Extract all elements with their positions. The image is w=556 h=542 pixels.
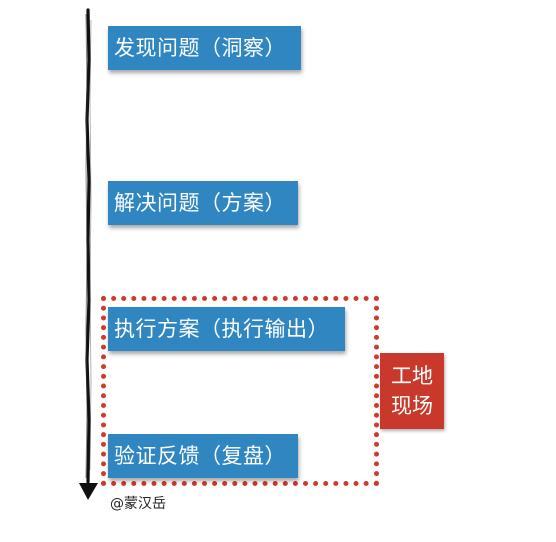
arrowhead-icon (79, 483, 98, 500)
step-solve-problem: 解决问题（方案） (108, 181, 298, 225)
site-frame (101, 296, 379, 486)
step-label: 执行方案（执行输出） (114, 317, 329, 341)
step-discover-problem: 发现问题（洞察） (108, 26, 301, 70)
step-label: 验证反馈（复盘） (114, 444, 286, 468)
step-verify-feedback: 验证反馈（复盘） (108, 434, 298, 478)
timeline-line-texture-2 (89, 19, 92, 471)
site-label: 工地 现场 (380, 353, 444, 429)
step-label: 解决问题（方案） (114, 191, 286, 215)
site-label-line1: 工地 (391, 364, 433, 388)
timeline-line (85, 8, 91, 484)
timeline-line-texture (85, 13, 88, 479)
step-execute-plan: 执行方案（执行输出） (108, 307, 345, 351)
step-label: 发现问题（洞察） (114, 36, 286, 60)
author-watermark: @蒙汉岳 (110, 496, 166, 512)
site-label-line2: 现场 (391, 394, 433, 418)
